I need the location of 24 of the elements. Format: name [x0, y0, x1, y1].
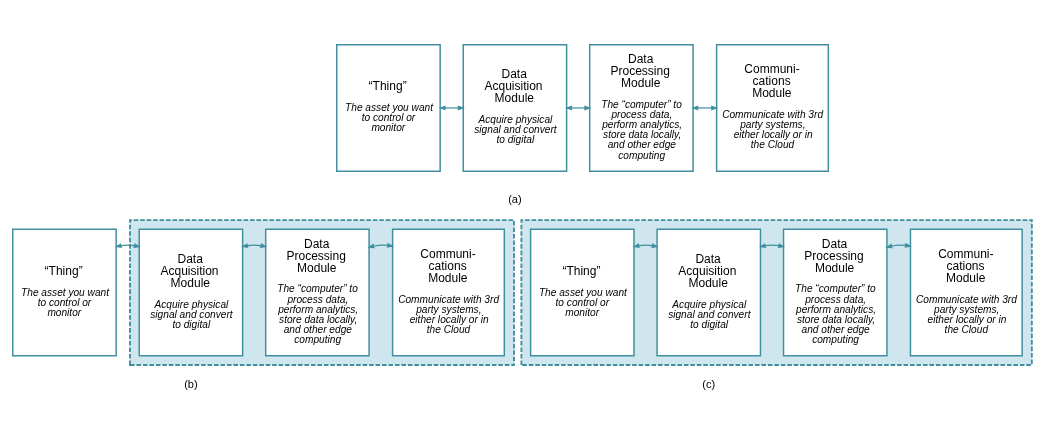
node-box: “Thing” The asset you want to control or monitor [12, 228, 117, 356]
node-box: Communi- cations Module Communicate with 3rd party systems, either locally or in the Cloud [715, 43, 830, 172]
node-box: Data Acquisition Module Acquire physical signal and convert to digital [656, 228, 762, 356]
node-box: “Thing” The asset you want to control or monitor [336, 43, 441, 172]
label: (c) [702, 377, 716, 390]
node-box: Data Acquisition Module Acquire physical signal and convert to digital [138, 228, 244, 356]
arrow [632, 242, 659, 248]
node-box: Data Processing Module The “computer” to process data, perform analytics, store data locally, and other edge computing [782, 228, 888, 356]
arrow [367, 242, 395, 248]
cluster [520, 218, 1033, 366]
node-box: Data Processing Module The “computer” to process data, perform analytics, store data locally, and other edge computing [264, 228, 370, 356]
arrow [114, 242, 141, 248]
node-box: Communi- cations Module Communicate with 3rd party systems, either locally or in the Cloud [391, 228, 506, 356]
node-box: “Thing” The asset you want to control or monitor [529, 228, 635, 356]
label: (a) [508, 192, 522, 205]
label: (b) [184, 377, 198, 390]
cluster [129, 218, 515, 366]
arrow [691, 104, 719, 110]
arrow [438, 104, 465, 110]
arrow [885, 242, 912, 248]
node-box: Data Acquisition Module Acquire physical signal and convert to digital [462, 43, 568, 172]
node-box: Data Processing Module The “computer” to process data, perform analytics, store data locally, and other edge computing [588, 43, 694, 172]
node-box: Communi- cations Module Communicate with 3rd party systems, either locally or in the Cloud [909, 228, 1023, 356]
arrow [564, 104, 592, 110]
